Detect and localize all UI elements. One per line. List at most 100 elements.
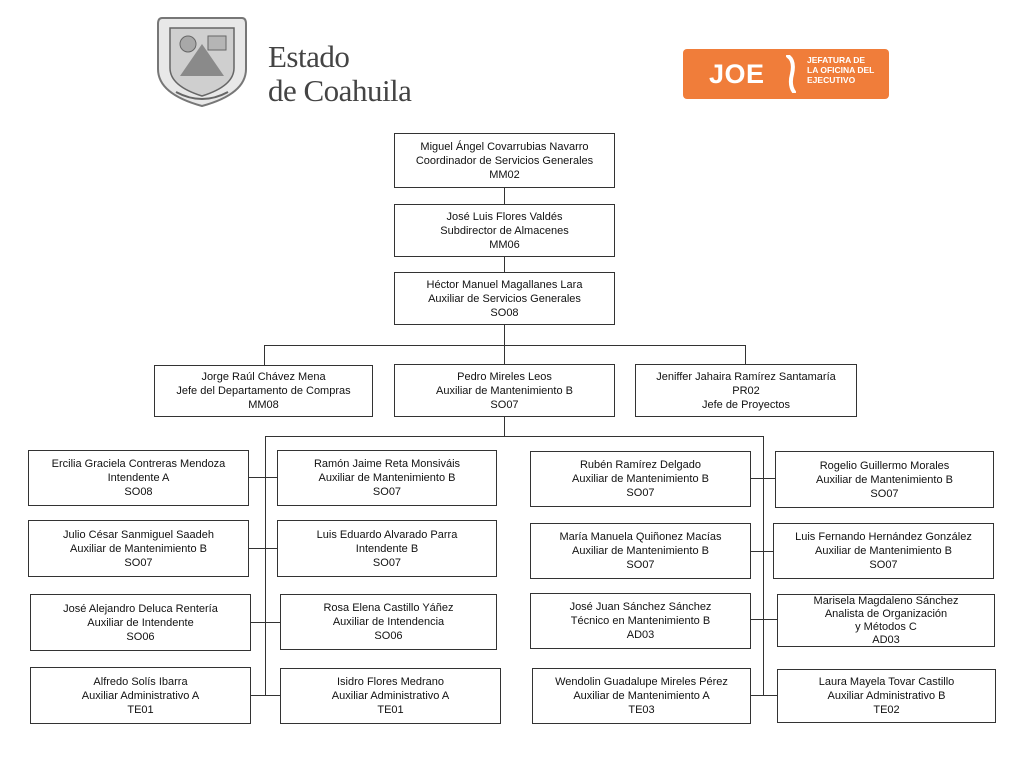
org-node-col3-4: Wendolin Guadalupe Mireles Pérez Auxilia… [532, 668, 751, 724]
node-code: TE03 [628, 704, 655, 716]
node-name: Julio César Sanmiguel Saadeh [62, 528, 215, 541]
node-name: Luis Eduardo Alvarado Parra [316, 528, 458, 541]
connector-line [250, 695, 280, 696]
connector-line [264, 345, 265, 365]
connector-line [265, 436, 764, 437]
joe-logo: JOE JEFATURA DE LA OFICINA DEL EJECUTIVO [683, 49, 889, 99]
org-node-pedro: Pedro Mireles Leos Auxiliar de Mantenimi… [394, 364, 615, 417]
joe-divider-icon [786, 55, 796, 93]
node-code: SO08 [490, 306, 519, 319]
org-node-coordinador: Miguel Ángel Covarrubias Navarro Coordin… [394, 133, 615, 188]
connector-line [750, 619, 778, 620]
node-role: Auxiliar de Mantenimiento B [436, 384, 573, 397]
org-node-subdirector: José Luis Flores Valdés Subdirector de A… [394, 204, 615, 257]
org-node-col4-3: Marisela Magdaleno Sánchez Analista de O… [777, 594, 995, 647]
node-name: Miguel Ángel Covarrubias Navarro [420, 140, 589, 153]
org-node-col2-1: Ramón Jaime Reta Monsiváis Auxiliar de M… [277, 450, 497, 506]
connector-line [248, 477, 277, 478]
node-name: Wendolin Guadalupe Mireles Pérez [555, 676, 728, 688]
joe-sub-line3: EJECUTIVO [807, 75, 856, 85]
joe-sub-line2: LA OFICINA DEL [807, 65, 875, 75]
node-code: SO06 [126, 630, 155, 643]
node-name: José Luis Flores Valdés [446, 210, 563, 223]
node-name: Héctor Manuel Magallanes Lara [426, 278, 583, 291]
connector-line [750, 695, 778, 696]
connector-line [763, 436, 764, 696]
org-node-col1-3: José Alejandro Deluca Rentería Auxiliar … [30, 594, 251, 651]
node-role: Jefe de Proyectos [701, 398, 791, 411]
org-node-col1-2: Julio César Sanmiguel Saadeh Auxiliar de… [28, 520, 249, 577]
connector-line [504, 256, 505, 272]
org-node-col3-3: José Juan Sánchez Sánchez Técnico en Man… [530, 593, 751, 649]
joe-sub-line1: JEFATURA DE [807, 55, 866, 65]
state-title-line2: de Coahuila [268, 73, 412, 108]
node-code: SO08 [124, 486, 153, 498]
node-name: Pedro Mireles Leos [457, 370, 552, 383]
node-code: SO07 [626, 487, 655, 499]
node-name: Ercilia Graciela Contreras Mendoza [51, 458, 226, 470]
node-role: Técnico en Mantenimiento B [570, 615, 711, 627]
node-role-line2: y Métodos C [855, 620, 917, 633]
node-code: MM02 [489, 168, 520, 181]
connector-line [265, 436, 266, 696]
org-node-jefe-compras: Jorge Raúl Chávez Mena Jefe del Departam… [154, 365, 373, 417]
node-code: SO07 [626, 559, 655, 571]
node-code: TE02 [873, 704, 900, 716]
node-code: SO07 [372, 556, 402, 569]
node-name: Rogelio Guillermo Morales [819, 459, 950, 472]
node-name: Isidro Flores Medrano [337, 676, 444, 688]
node-code: SO07 [372, 486, 402, 498]
node-role: Auxiliar de Servicios Generales [428, 292, 581, 305]
connector-line [750, 551, 774, 552]
org-node-col4-1: Rogelio Guillermo Morales Auxiliar de Ma… [775, 451, 994, 508]
connector-line [504, 324, 505, 364]
org-node-col2-4: Isidro Flores Medrano Auxiliar Administr… [280, 668, 501, 724]
coat-of-arms-icon [156, 14, 248, 109]
org-node-col4-4: Laura Mayela Tovar Castillo Auxiliar Adm… [777, 669, 996, 723]
org-node-col3-1: Rubén Ramírez Delgado Auxiliar de Manten… [530, 451, 751, 507]
connector-line [504, 187, 505, 204]
connector-line [750, 478, 776, 479]
node-name: José Alejandro Deluca Rentería [63, 602, 218, 615]
org-node-col1-4: Alfredo Solís Ibarra Auxiliar Administra… [30, 667, 251, 724]
node-name: Marisela Magdaleno Sánchez [813, 594, 959, 607]
connector-line [248, 548, 277, 549]
node-name: José Juan Sánchez Sánchez [569, 601, 712, 613]
node-role: Auxiliar de Intendencia [332, 616, 445, 628]
node-code: PR02 [732, 384, 760, 397]
node-code: AD03 [872, 633, 900, 646]
org-node-col2-3: Rosa Elena Castillo Yáñez Auxiliar de In… [280, 594, 497, 650]
org-node-col2-2: Luis Eduardo Alvarado Parra Intendente B… [277, 520, 497, 577]
connector-line [745, 345, 746, 364]
node-role: Intendente A [107, 472, 170, 484]
connector-line [504, 416, 505, 436]
node-role: Coordinador de Servicios Generales [415, 154, 594, 167]
node-name: Laura Mayela Tovar Castillo [818, 676, 955, 688]
org-node-col4-2: Luis Fernando Hernández González Auxilia… [773, 523, 994, 579]
node-code: SO07 [870, 487, 899, 500]
node-code: MM06 [489, 238, 520, 251]
node-role: Auxiliar de Mantenimiento B [572, 473, 709, 485]
node-code: SO07 [869, 559, 898, 571]
node-name: Rubén Ramírez Delgado [579, 459, 702, 471]
node-code: SO07 [490, 398, 519, 411]
joe-logo-subtitle: JEFATURA DE LA OFICINA DEL EJECUTIVO [807, 55, 874, 85]
node-code: TE01 [127, 703, 154, 716]
connector-line [250, 622, 280, 623]
joe-logo-text: JOE [709, 59, 765, 89]
node-code: AD03 [626, 629, 655, 641]
state-title: Estado de Coahuila [268, 39, 412, 108]
node-role: Auxiliar de Mantenimiento B [572, 545, 709, 557]
node-name: Rosa Elena Castillo Yáñez [323, 602, 454, 614]
node-role: Auxiliar Administrativo B [827, 690, 946, 702]
node-role: Auxiliar de Intendente [87, 616, 194, 629]
state-title-line1: Estado [268, 39, 350, 74]
node-code: TE01 [377, 704, 404, 716]
connector-line [264, 345, 746, 346]
node-role: Subdirector de Almacenes [440, 224, 569, 237]
node-code: SO06 [374, 630, 403, 642]
node-role: Auxiliar de Mantenimiento A [573, 690, 710, 702]
node-name: Jorge Raúl Chávez Mena [201, 371, 326, 383]
org-node-auxiliar-servicios: Héctor Manuel Magallanes Lara Auxiliar d… [394, 272, 615, 325]
node-role: Auxiliar Administrativo A [331, 690, 450, 702]
